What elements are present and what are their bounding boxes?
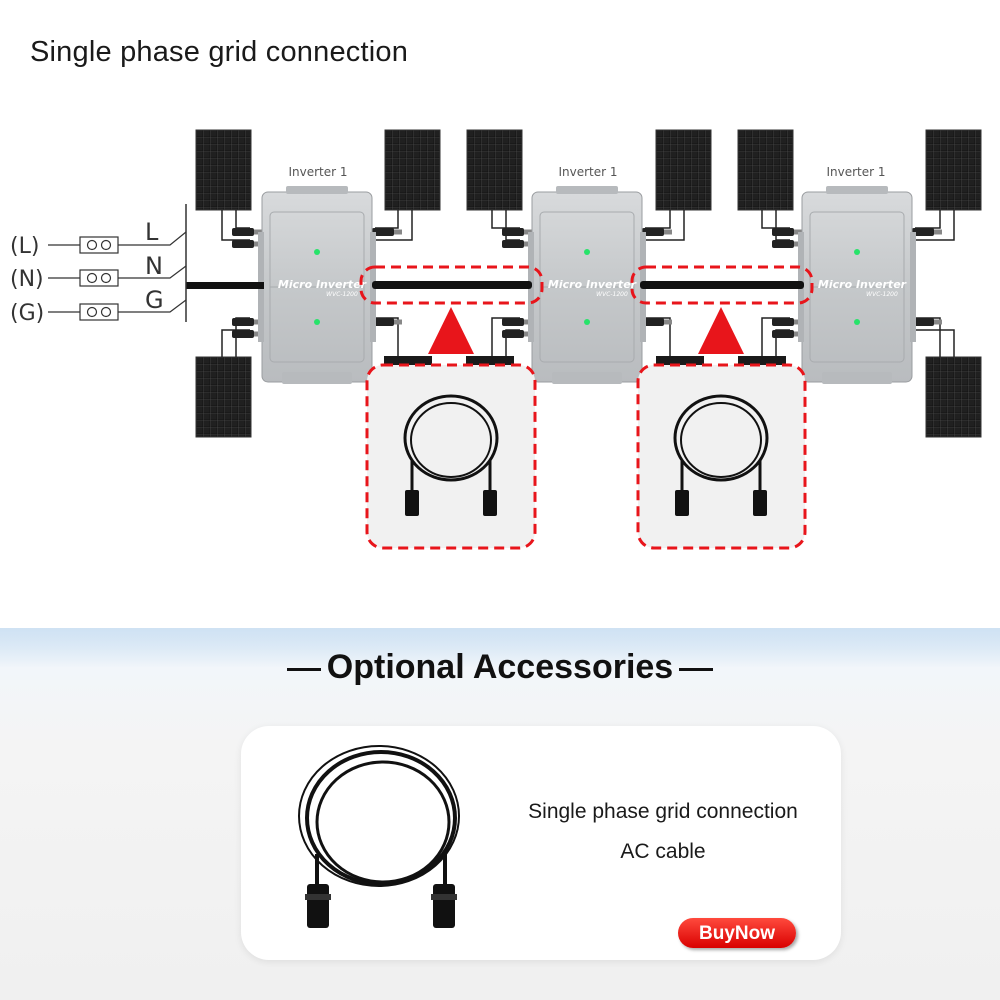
arrow-up-icon bbox=[698, 307, 744, 354]
heading-dash-right bbox=[679, 668, 713, 671]
inverter-brand: Micro Inverter bbox=[548, 278, 637, 291]
solar-panel bbox=[738, 130, 793, 210]
inverter-2: Micro Inverter WVC-1200 Inverter 1 bbox=[528, 165, 646, 384]
solar-panel bbox=[385, 130, 440, 210]
highlight-cable-box-1 bbox=[367, 365, 535, 548]
inverter-brand: Micro Inverter bbox=[278, 278, 367, 291]
inverter-model: WVC-1200 bbox=[596, 291, 628, 298]
terminal-block bbox=[80, 237, 118, 253]
grid-letter-n: N bbox=[145, 252, 163, 280]
solar-panel bbox=[656, 130, 711, 210]
terminal-block bbox=[80, 270, 118, 286]
cable-plug-icon bbox=[305, 884, 457, 928]
wiring-diagram: Micro Inverter WVC-1200 Inverter 1 Micro… bbox=[0, 0, 1000, 600]
inverter-brand: Micro Inverter bbox=[818, 278, 907, 291]
grid-letter-l: L bbox=[145, 218, 159, 246]
inverter-label: Inverter 1 bbox=[826, 165, 885, 179]
solar-panel bbox=[196, 357, 251, 437]
solar-panel bbox=[467, 130, 522, 210]
inverter-3: Micro Inverter WVC-1200 Inverter 1 bbox=[798, 165, 916, 384]
solar-panel bbox=[926, 357, 981, 437]
accessory-description: Single phase grid connection AC cable bbox=[503, 792, 823, 872]
grid-label-l: (L) bbox=[10, 234, 39, 259]
ac-cable-icon bbox=[281, 736, 481, 950]
solar-panel bbox=[926, 130, 981, 210]
grid-letter-g: G bbox=[145, 286, 164, 314]
accessories-heading: Optional Accessories bbox=[0, 648, 1000, 687]
terminal-block bbox=[80, 304, 118, 320]
buy-now-button[interactable]: BuyNow bbox=[678, 918, 796, 948]
arrow-up-icon bbox=[428, 307, 474, 354]
grid-label-n: (N) bbox=[10, 267, 44, 292]
inverter-label: Inverter 1 bbox=[288, 165, 347, 179]
grid-connection: (L) (N) (G) L N G bbox=[10, 204, 186, 326]
inverter-model: WVC-1200 bbox=[326, 291, 358, 298]
heading-dash-left bbox=[287, 668, 321, 671]
highlight-cable-box-2 bbox=[638, 365, 805, 548]
grid-label-g: (G) bbox=[10, 301, 44, 326]
accessory-title-line2: AC cable bbox=[503, 832, 823, 872]
accessory-card: Single phase grid connection AC cable Bu… bbox=[241, 726, 841, 960]
inverter-label: Inverter 1 bbox=[558, 165, 617, 179]
inverter-model: WVC-1200 bbox=[866, 291, 898, 298]
inverter-1: Micro Inverter WVC-1200 Inverter 1 bbox=[258, 165, 376, 384]
accessories-heading-text: Optional Accessories bbox=[327, 648, 673, 686]
accessory-title-line1: Single phase grid connection bbox=[503, 792, 823, 832]
solar-panel bbox=[196, 130, 251, 210]
